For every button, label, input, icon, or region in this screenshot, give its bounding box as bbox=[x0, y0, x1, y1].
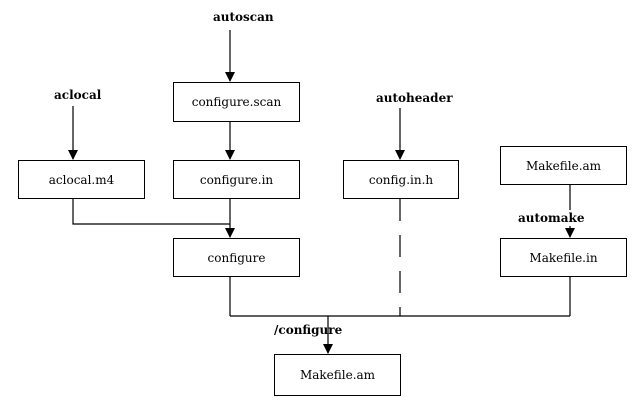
label-aclocal: aclocal bbox=[54, 88, 102, 102]
line-aclocal-m4-to-junction bbox=[72, 199, 230, 225]
node-makefile-in: Makefile.in bbox=[500, 238, 627, 277]
label-autoheader: autoheader bbox=[376, 91, 453, 105]
node-makefile-am-bottom: Makefile.am bbox=[274, 354, 401, 396]
label-automake: automake bbox=[518, 211, 585, 225]
label-configure-step: /configure bbox=[274, 323, 343, 337]
label-autoscan: autoscan bbox=[213, 10, 274, 24]
node-makefile-am-top: Makefile.am bbox=[500, 146, 627, 185]
node-aclocal-m4: aclocal.m4 bbox=[18, 160, 145, 199]
node-config-in-h: config.in.h bbox=[343, 160, 459, 199]
node-configure: configure bbox=[173, 238, 300, 277]
node-configure-scan: configure.scan bbox=[173, 82, 300, 122]
node-configure-in: configure.in bbox=[173, 160, 300, 199]
